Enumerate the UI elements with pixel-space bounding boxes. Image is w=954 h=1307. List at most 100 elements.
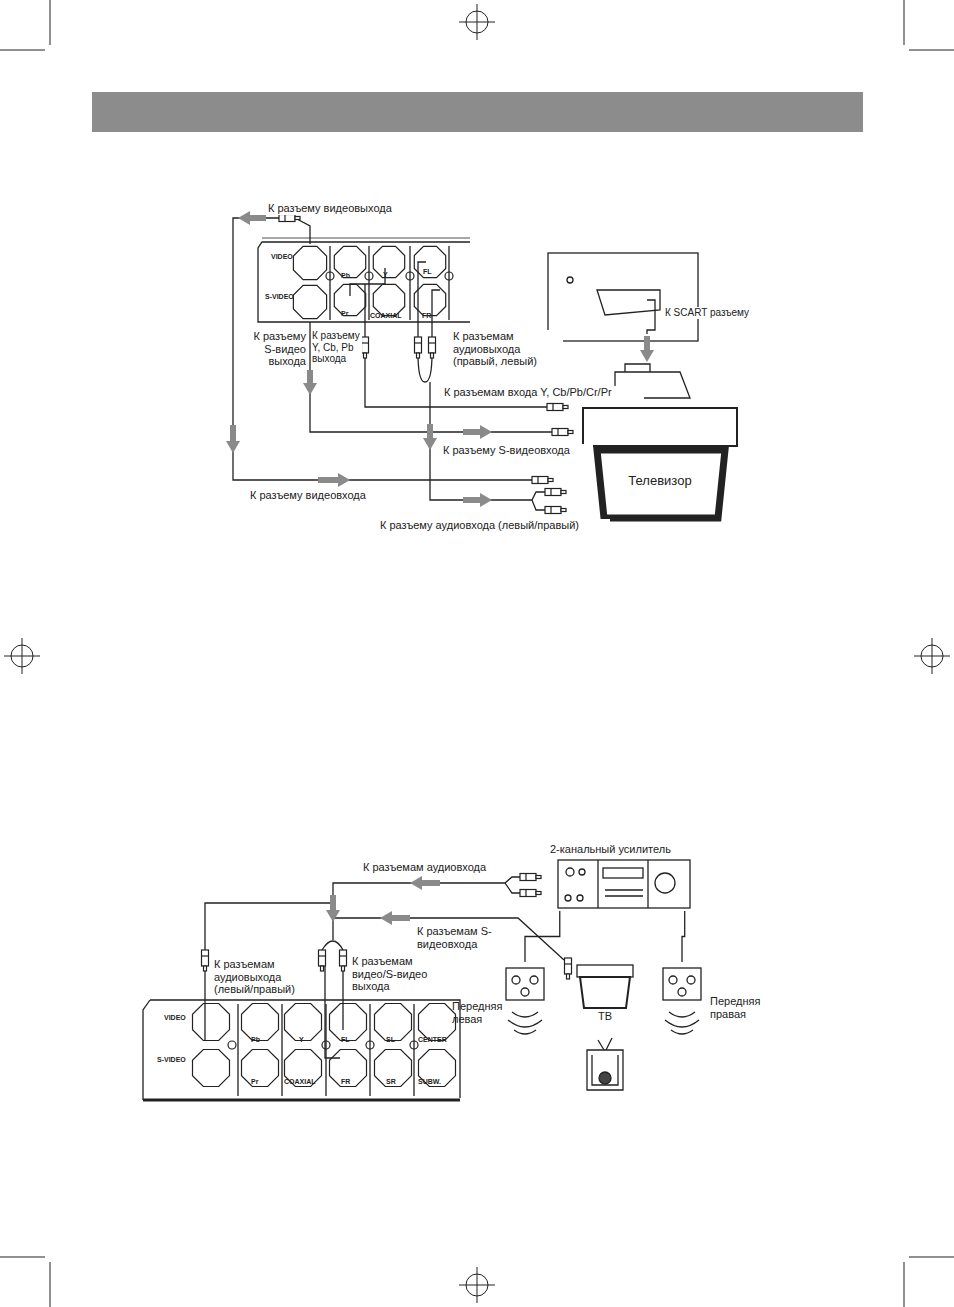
- drawing-line: [550, 507, 551, 514]
- panel-jack-label: COAXIAL: [284, 1078, 316, 1086]
- drawing-rect: [561, 491, 566, 494]
- drawing-polygon: [375, 1004, 412, 1041]
- drawing-path: [605, 890, 643, 896]
- drawing-rect: [577, 965, 633, 977]
- cable-label: К разъему S-видео выхода: [244, 330, 306, 368]
- drawing-path: [322, 877, 520, 950]
- drawing-circle: [579, 869, 585, 875]
- drawing-polygon: [330, 1050, 367, 1087]
- drawing-rect: [548, 253, 698, 341]
- drawing-rect: [321, 966, 324, 971]
- panel-jack-label: Pb: [251, 1036, 260, 1044]
- drawing-path: [418, 262, 440, 337]
- amplifier-box: 2-канальный усилитель: [548, 843, 695, 911]
- drawing-rect: [545, 507, 561, 514]
- panel-jack-label: COAXIAL: [370, 312, 402, 320]
- tv-set: ТВ: [572, 962, 638, 1028]
- drawing-rect: [561, 509, 566, 512]
- cable-label: К разъему аудиовхода (левый/правый): [380, 519, 610, 532]
- drawing-line: [248, 215, 266, 221]
- drawing-rect: [536, 876, 541, 879]
- drawing-polygon: [193, 1050, 230, 1087]
- panel-jack-label: FR: [341, 1078, 350, 1086]
- drawing-rect: [319, 950, 326, 966]
- cable-label: К разъему видеовхода: [250, 489, 400, 502]
- panel-jack-label: VIDEO: [164, 1014, 186, 1022]
- drawing-path: [597, 290, 660, 315]
- drawing-rect: [295, 217, 300, 220]
- drawing-path: [598, 860, 648, 908]
- drawing-line: [362, 342, 369, 343]
- drawing-rect: [364, 353, 367, 358]
- drawing-line: [525, 874, 526, 881]
- cable-label: К разъему Y, Cb, Pb выхода: [312, 330, 362, 365]
- drawing-line: [390, 915, 410, 921]
- drawing-rect: [279, 215, 295, 222]
- panel-jack-label: SR: [386, 1078, 396, 1086]
- drawing-circle: [567, 277, 573, 283]
- panel-jack-label: CENTER: [418, 1036, 447, 1044]
- drawing-rect: [342, 966, 345, 971]
- drawing-line: [420, 880, 440, 886]
- cable-label: К разъему видеовыхода: [268, 202, 408, 215]
- drawing-path: [330, 246, 449, 320]
- drawing-path: [325, 966, 343, 1058]
- drawing-line: [565, 963, 572, 964]
- drawing-circle: [599, 1072, 611, 1084]
- drawing-rect: [415, 337, 422, 353]
- drawing-rect: [547, 404, 563, 411]
- drawing-line: [340, 955, 347, 956]
- node-text: Передняя левая: [452, 1000, 504, 1025]
- drawing-polygon: [375, 1050, 412, 1087]
- drawing-rect: [536, 892, 541, 895]
- drawing-rect: [520, 874, 536, 881]
- drawing-path: [665, 1012, 699, 1034]
- drawing-rect: [520, 890, 536, 897]
- panel-jack-label: SUBW.: [418, 1078, 441, 1086]
- panel-jack-label: FR: [422, 312, 431, 320]
- drawing-circle: [228, 1041, 236, 1049]
- drawing-line: [330, 895, 336, 912]
- cable-label: К разъемам аудиовхода: [363, 861, 513, 874]
- drawing-circle: [678, 988, 686, 996]
- drawing-polygon: [242, 1004, 279, 1041]
- cable-label: К разъему S-видеовхода: [443, 444, 593, 457]
- drawing-path: [262, 238, 470, 239]
- drawing-line: [202, 955, 209, 956]
- drawing-circle: [521, 988, 529, 996]
- drawing-rect: [506, 968, 544, 1000]
- drawing-line: [550, 489, 551, 496]
- node-text: Передняя правая: [710, 995, 758, 1020]
- drawing-path: [205, 903, 333, 950]
- drawing-line: [230, 425, 236, 443]
- speaker-wire: [525, 911, 560, 962]
- speaker-wire: [682, 911, 685, 962]
- drawing-rect: [603, 868, 643, 878]
- tv-set: Телевизор: [600, 468, 720, 498]
- drawing-path: [238, 1004, 414, 1096]
- drawing-rect: [552, 429, 568, 436]
- cable-label: К разъемам аудиовыхода (правый, левый): [453, 330, 563, 368]
- drawing-rect: [362, 337, 369, 353]
- drawing-path: [508, 1012, 542, 1034]
- drawing-path: [143, 1000, 460, 1100]
- drawing-rect: [92, 92, 863, 132]
- panel-jack-label: Pb: [341, 272, 350, 280]
- drawing-path: [350, 268, 385, 337]
- node-text: 2-канальный усилитель: [550, 843, 693, 856]
- drawing-polygon: [373, 284, 404, 315]
- panel-jack-label: S-VIDEO: [157, 1056, 186, 1064]
- panel-jack-label: Y: [299, 1036, 304, 1044]
- drawing-path: [295, 218, 310, 244]
- drawing-polygon: [293, 285, 326, 318]
- drawing-line: [463, 497, 482, 503]
- drawing-line: [557, 429, 558, 436]
- drawing-rect: [429, 337, 436, 353]
- drawing-polygon: [293, 246, 326, 279]
- drawing-circle: [669, 976, 677, 984]
- drawing-rect: [548, 479, 553, 482]
- drawing-rect: [563, 406, 568, 409]
- drawing-rect: [568, 431, 573, 434]
